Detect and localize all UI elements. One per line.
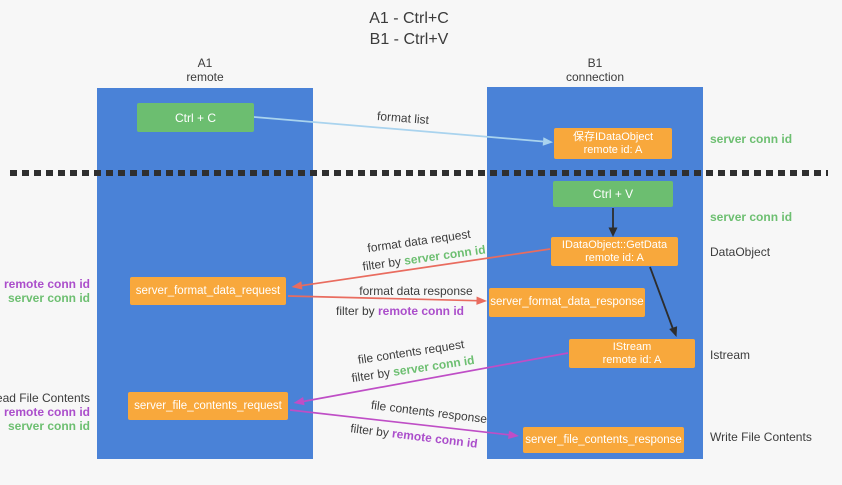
node-ctrl-c-label: Ctrl + C bbox=[174, 110, 216, 125]
node-server-format-data-response: server_format_data_response bbox=[489, 288, 645, 317]
left-conn-id-group-file: Read File Contents remote conn id server… bbox=[0, 391, 90, 433]
title-line-2: B1 - Ctrl+V bbox=[369, 31, 449, 48]
arrow-format-data-response-head bbox=[476, 296, 487, 305]
label-file-contents-response-filter: filter by remote conn id bbox=[350, 421, 479, 450]
label-remote-conn-id-left-1: remote conn id bbox=[3, 277, 90, 291]
label-read-file-contents: Read File Contents bbox=[0, 391, 90, 405]
label-server-conn-id-right-2: server conn id bbox=[710, 210, 793, 224]
node-idataobject-getdata: IDataObject::GetData remote id: A bbox=[551, 237, 678, 266]
column-b1-subtitle: connection bbox=[565, 70, 625, 84]
node-save-idataobject: 保存IDataObject remote id: A bbox=[554, 128, 672, 159]
node-ctrl-c: Ctrl + C bbox=[137, 103, 254, 132]
column-a1-name: A1 bbox=[197, 56, 213, 70]
left-conn-id-group-format: remote conn id server conn id bbox=[4, 277, 90, 305]
node-server-file-contents-request: server_file_contents_request bbox=[128, 392, 288, 420]
node-server-file-contents-response-label: server_file_contents_response bbox=[525, 433, 682, 446]
label-format-data-response-filter: filter by remote conn id bbox=[336, 304, 464, 318]
filter-by-text: filter by bbox=[349, 421, 394, 441]
filter-by-text: filter by bbox=[335, 304, 378, 318]
column-a1-subtitle: remote bbox=[186, 70, 224, 84]
node-save-idataobject-line1: 保存IDataObject bbox=[572, 130, 654, 143]
title-line-1: A1 - Ctrl+C bbox=[369, 10, 449, 27]
column-header-a1: A1 remote bbox=[145, 56, 265, 84]
label-format-data-response: format data response bbox=[359, 284, 473, 298]
node-server-format-data-request: server_format_data_request bbox=[130, 277, 286, 305]
label-server-conn-id-left-1: server conn id bbox=[7, 291, 90, 305]
node-server-file-contents-request-label: server_file_contents_request bbox=[134, 399, 282, 412]
label-server-conn-id-left-2: server conn id bbox=[7, 419, 90, 433]
filter-by-text: filter by bbox=[350, 365, 395, 386]
column-header-b1: B1 connection bbox=[535, 56, 655, 84]
diagram-title: A1 - Ctrl+C B1 - Ctrl+V bbox=[309, 8, 509, 50]
node-server-format-data-response-label: server_format_data_response bbox=[490, 296, 644, 308]
label-remote-conn-id-left-2: remote conn id bbox=[3, 405, 90, 419]
node-server-format-data-request-label: server_format_data_request bbox=[135, 284, 281, 297]
node-idataobject-getdata-line2: remote id: A bbox=[585, 251, 644, 264]
label-format-list: format list bbox=[376, 108, 430, 128]
filter-by-text: filter by bbox=[361, 253, 406, 274]
node-istream-line1: IStream bbox=[612, 340, 652, 353]
node-istream-line2: remote id: A bbox=[602, 353, 662, 366]
remote-conn-id-key: remote conn id bbox=[378, 304, 465, 318]
label-write-file-contents: Write File Contents bbox=[710, 430, 812, 444]
label-file-contents-response: file contents response bbox=[370, 397, 488, 427]
node-server-file-contents-response: server_file_contents_response bbox=[523, 427, 684, 453]
label-dataobject: DataObject bbox=[710, 245, 771, 259]
label-istream: Istream bbox=[710, 348, 751, 362]
node-istream: IStream remote id: A bbox=[569, 339, 695, 368]
node-ctrl-v: Ctrl + V bbox=[553, 181, 673, 207]
node-ctrl-v-label: Ctrl + V bbox=[592, 187, 634, 201]
node-save-idataobject-line2: remote id: A bbox=[583, 143, 643, 156]
separator-dotted-line bbox=[10, 170, 828, 176]
column-b1-name: B1 bbox=[587, 56, 603, 70]
remote-conn-id-key: remote conn id bbox=[391, 426, 479, 451]
label-server-conn-id-right-1: server conn id bbox=[710, 132, 793, 146]
node-idataobject-getdata-line1: IDataObject::GetData bbox=[561, 238, 668, 251]
